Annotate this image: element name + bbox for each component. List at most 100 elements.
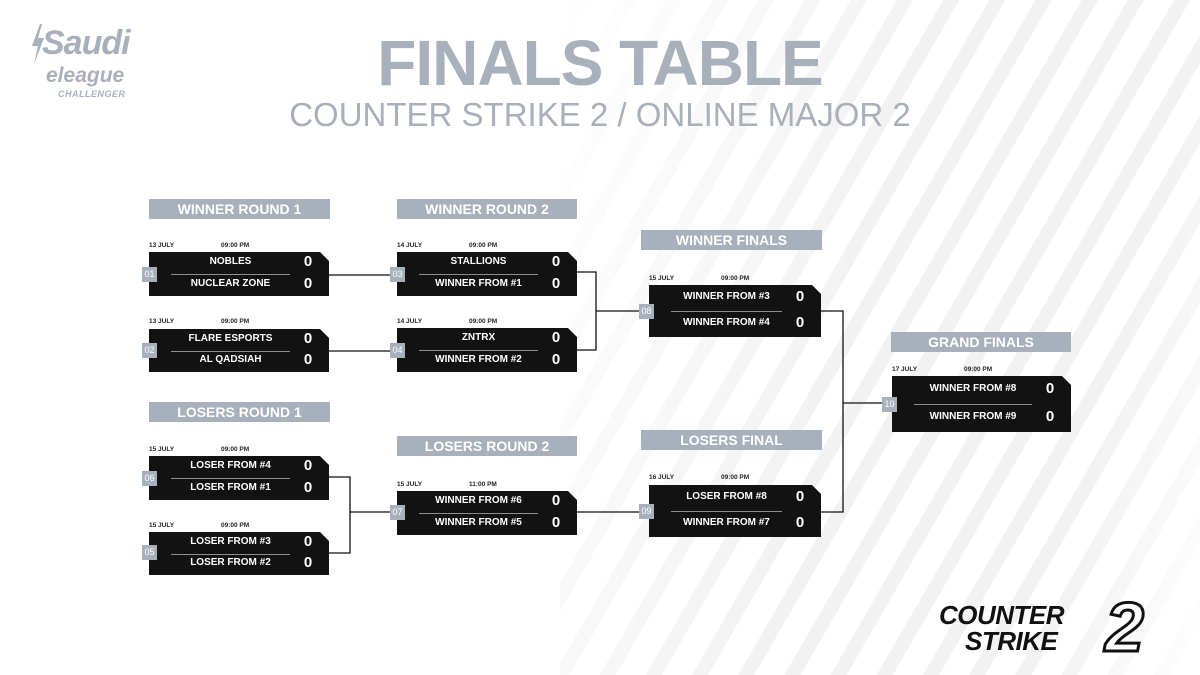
team-separator — [419, 274, 538, 275]
match-time: 09:00 PM — [964, 366, 993, 373]
team-2-score: 0 — [303, 554, 313, 572]
team-2-name: WINNER FROM #4 — [683, 317, 770, 328]
match-date: 15 JULY — [149, 522, 175, 529]
round-header-grand-finals: GRAND FINALS — [891, 332, 1071, 352]
page-title: FINALS TABLE — [377, 27, 823, 99]
card-corner-cut — [812, 285, 821, 294]
match-time: 09:00 PM — [469, 318, 498, 325]
team-2-score: 0 — [551, 514, 561, 531]
team-1-name: WINNER FROM #6 — [435, 495, 522, 506]
match-date: 15 JULY — [649, 275, 675, 282]
match-time: 09:00 PM — [469, 242, 498, 249]
team-separator — [419, 513, 538, 514]
match-time: 09:00 PM — [221, 318, 250, 325]
match-date: 15 JULY — [397, 481, 423, 488]
match-number-badge: 05 — [142, 545, 157, 560]
round-header-winner-round-2: WINNER ROUND 2 — [397, 199, 577, 219]
match-number-badge: 01 — [142, 267, 157, 282]
team-separator — [671, 311, 782, 312]
counter-strike-2-logo: 2 COUNTER STRIKE — [935, 591, 1175, 664]
team-1-score: 0 — [551, 329, 561, 346]
team-1-name: LOSER FROM #3 — [190, 535, 271, 547]
cs2-wordmark-counter: COUNTER — [939, 600, 1065, 630]
logo-wordmark-saudi: Saudi — [42, 24, 131, 62]
match-date: 14 JULY — [397, 318, 423, 325]
card-corner-cut — [1062, 376, 1071, 385]
page-subtitle: COUNTER STRIKE 2 / ONLINE MAJOR 2 — [289, 96, 911, 133]
match-number-badge: 07 — [390, 505, 405, 520]
team-1-score: 0 — [795, 288, 805, 305]
match-number-badge: 04 — [390, 343, 405, 358]
logo-wordmark-challenger: CHALLENGER — [58, 89, 126, 99]
team-1-score: 0 — [551, 492, 561, 509]
match-time: 09:00 PM — [721, 474, 750, 481]
team-2-name: LOSER FROM #1 — [190, 482, 271, 493]
saudi-eleague-logo: Saudi eleague CHALLENGER — [28, 22, 152, 102]
match-time: 11:00 PM — [469, 481, 497, 488]
match-date: 13 JULY — [149, 318, 175, 325]
round-header-losers-final: LOSERS FINAL — [641, 430, 822, 450]
team-2-score: 0 — [795, 314, 805, 331]
team-2-score: 0 — [303, 351, 313, 369]
team-separator — [171, 350, 290, 352]
match-number-badge: 06 — [142, 471, 157, 486]
round-header-winner-round-1: WINNER ROUND 1 — [149, 199, 330, 219]
team-2-score: 0 — [303, 479, 313, 496]
team-separator — [914, 404, 1032, 405]
match-number-badge: 08 — [639, 304, 654, 319]
team-1-name: STALLIONS — [450, 256, 507, 267]
team-2-score: 0 — [551, 275, 561, 292]
team-2-name: AL QADSIAH — [199, 354, 262, 366]
cs2-wordmark-strike: STRIKE — [965, 626, 1058, 656]
match-date: 13 JULY — [149, 242, 175, 249]
team-1-name: WINNER FROM #3 — [683, 291, 770, 302]
team-1-name: ZNTRX — [461, 332, 496, 343]
team-1-name: FLARE ESPORTS — [188, 332, 273, 344]
team-separator — [419, 350, 538, 351]
logo-wordmark-eleague: eleague — [46, 64, 125, 87]
match-card-02[interactable]: FLARE ESPORTS 0 AL QADSIAH 0 — [149, 329, 329, 372]
card-corner-cut — [320, 532, 329, 541]
card-corner-cut — [320, 252, 329, 261]
team-separator — [171, 478, 290, 479]
team-1-score: 0 — [303, 532, 313, 550]
team-1-name: WINNER FROM #8 — [929, 383, 1017, 394]
team-1-score: 0 — [303, 253, 313, 270]
team-1-score: 0 — [303, 329, 313, 347]
team-2-name: WINNER FROM #2 — [435, 354, 522, 365]
match-time: 09:00 PM — [221, 242, 250, 249]
team-1-score: 0 — [795, 488, 805, 505]
match-date: 14 JULY — [397, 242, 423, 249]
team-2-score: 0 — [1045, 408, 1055, 425]
match-date: 15 JULY — [149, 446, 175, 453]
match-number-badge: 10 — [882, 397, 897, 412]
team-separator — [671, 511, 782, 512]
match-time: 09:00 PM — [221, 522, 250, 529]
team-1-name: LOSER FROM #8 — [686, 491, 767, 502]
background-stripes — [560, 0, 1200, 675]
team-2-score: 0 — [795, 514, 805, 531]
team-2-name: WINNER FROM #9 — [929, 411, 1017, 422]
card-corner-cut — [568, 328, 577, 337]
match-time: 09:00 PM — [721, 275, 750, 282]
lightning-bolt-icon — [32, 24, 44, 64]
match-date: 17 JULY — [892, 366, 918, 373]
team-2-name: WINNER FROM #1 — [435, 278, 522, 289]
connector-06-05-07 — [329, 476, 397, 554]
team-1-score: 0 — [303, 457, 313, 474]
team-2-name: WINNER FROM #7 — [683, 517, 770, 528]
match-number-badge: 03 — [390, 267, 405, 282]
team-1-name: NOBLES — [209, 256, 252, 267]
team-2-score: 0 — [303, 275, 313, 292]
match-date: 16 JULY — [649, 474, 675, 481]
card-corner-cut — [320, 329, 329, 338]
